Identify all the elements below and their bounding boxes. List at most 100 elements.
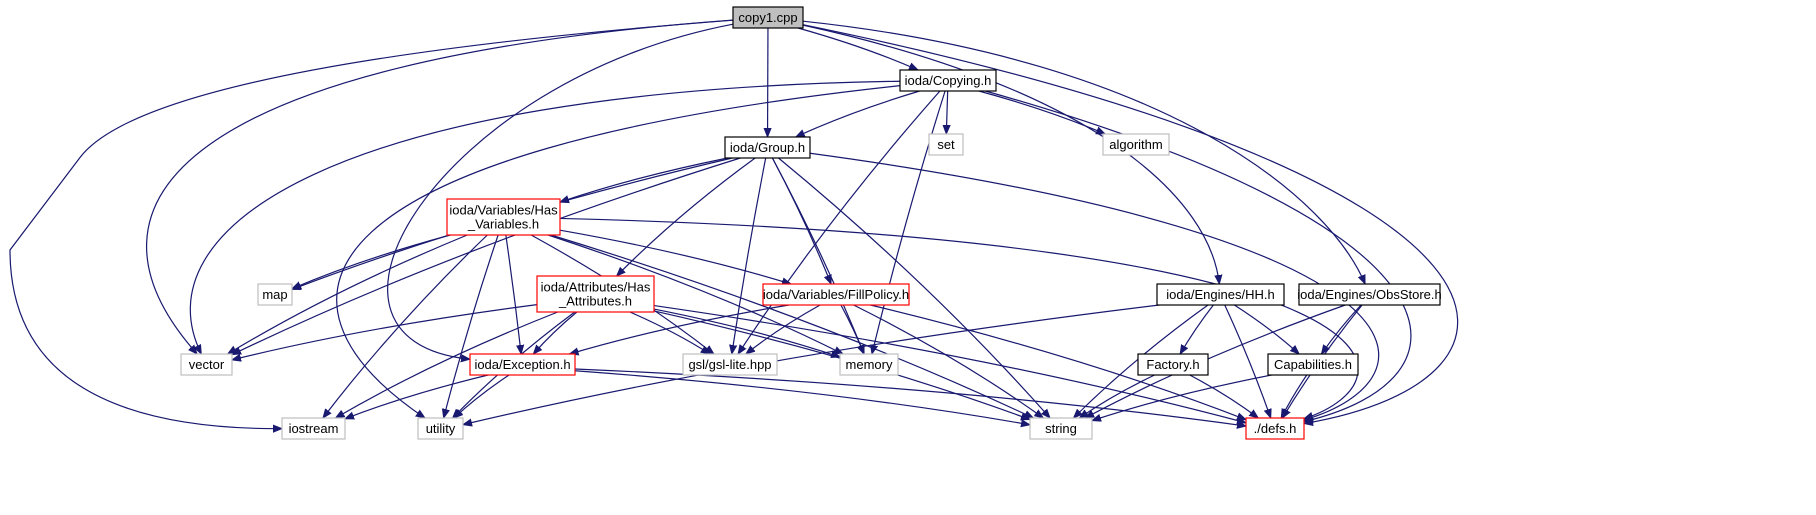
- edge-copy1_cpp-to-copying_h: [797, 27, 918, 71]
- edge-has_variables_h-to-string: [550, 234, 1033, 419]
- edge-copy1_cpp-to-defs_h: [802, 24, 1459, 424]
- node-map: map: [257, 283, 293, 306]
- edge-copying_h-to-utility: [336, 85, 901, 418]
- node-box: [1156, 283, 1285, 306]
- node-label: utility: [426, 421, 456, 436]
- edge-copying_h-to-memory: [872, 90, 946, 354]
- edge-group_h-to-string: [778, 157, 1050, 418]
- node-box: [281, 417, 346, 440]
- node-utility: utility: [417, 417, 464, 440]
- edge-copy1_cpp-to-exception_h: [387, 23, 734, 359]
- node-label: string: [1045, 421, 1077, 436]
- node-label: gsl/gsl-lite.hpp: [688, 357, 771, 372]
- edge-fillpolicy_h-to-exception_h: [570, 304, 790, 354]
- edge-capabilities_h-to-string: [1092, 374, 1272, 421]
- edge-copying_h-to-vector: [189, 80, 901, 354]
- node-algorithm: algorithm: [1102, 133, 1170, 156]
- node-box: [1029, 417, 1093, 440]
- node-box: [928, 133, 964, 156]
- edge-group_h-to-vector: [232, 157, 741, 356]
- node-box: [417, 417, 464, 440]
- node-label: ioda/Group.h: [730, 140, 805, 155]
- node-box: [682, 353, 778, 376]
- node-label: _Attributes.h: [558, 294, 632, 309]
- node-gsl-lite-hpp: gsl/gsl-lite.hpp: [682, 353, 778, 376]
- node-box: [446, 198, 561, 236]
- node-label: ioda/Exception.h: [474, 357, 570, 372]
- edge-engines_hh_h-to-string: [1073, 304, 1209, 418]
- edge-group_h-to-gsl_lite_hpp: [732, 157, 767, 354]
- node-engines-hh-h[interactable]: ioda/Engines/HH.h: [1156, 283, 1285, 306]
- node-has-attributes-h[interactable]: ioda/Attributes/Has_Attributes.h: [536, 275, 655, 313]
- edge-has_variables_h-to-memory: [547, 234, 843, 354]
- edge-copying_h-to-algorithm: [978, 90, 1105, 135]
- node-label: ioda/Engines/ObsStore.h: [1297, 287, 1442, 302]
- node-copy1-cpp[interactable]: copy1.cpp: [732, 6, 804, 29]
- edge-factory_h-to-string: [1079, 374, 1155, 418]
- edge-has_variables_h-to-utility: [444, 234, 499, 418]
- node-label: _Variables.h: [467, 217, 539, 232]
- node-box: [1267, 353, 1359, 376]
- node-box: [1245, 417, 1305, 440]
- edge-has_variables_h-to-exception_h: [505, 234, 521, 354]
- node-box: [839, 353, 899, 376]
- edge-fillpolicy_h-to-memory: [840, 304, 865, 354]
- node-box: [762, 283, 910, 306]
- node-label: set: [937, 137, 955, 152]
- node-exception-h[interactable]: ioda/Exception.h: [469, 353, 576, 376]
- edge-copy1_cpp-to-iostream: [9, 19, 734, 428]
- edge-exception_h-to-utility: [454, 374, 510, 418]
- edge-engines_hh_h-to-defs_h: [1224, 304, 1271, 418]
- node-label: memory: [846, 357, 893, 372]
- edge-engines_hh_h-to-utility: [463, 304, 1160, 425]
- node-label: vector: [189, 357, 225, 372]
- edge-fillpolicy_h-to-string: [853, 304, 1044, 418]
- edge-has_attributes_h-to-memory: [653, 308, 840, 357]
- edge-exception_h-to-defs_h: [574, 368, 1246, 426]
- edge-has_variables_h-to-defs_h: [559, 217, 1359, 418]
- node-label: ioda/Variables/Has: [449, 203, 558, 218]
- edge-fillpolicy_h-to-defs_h: [870, 304, 1246, 420]
- edge-engines_hh_h-to-capabilities_h: [1234, 304, 1299, 354]
- edge-factory_h-to-defs_h: [1189, 374, 1259, 418]
- node-defs-h[interactable]: ./defs.h: [1245, 417, 1305, 440]
- node-fillpolicy-h[interactable]: ioda/Variables/FillPolicy.h: [762, 283, 910, 306]
- node-label: ioda/Copying.h: [905, 73, 992, 88]
- node-label: ioda/Engines/HH.h: [1166, 287, 1274, 302]
- edge-has_attributes_h-to-iostream: [336, 311, 558, 418]
- node-vector: vector: [180, 353, 233, 376]
- node-box: [257, 283, 293, 306]
- node-label: ./defs.h: [1254, 421, 1297, 436]
- node-box: [1102, 133, 1170, 156]
- node-box: [899, 69, 997, 92]
- edge-copying_h-to-gsl_lite_hpp: [738, 90, 941, 354]
- node-label: algorithm: [1109, 137, 1162, 152]
- node-engines-obsstore-h[interactable]: ioda/Engines/ObsStore.h: [1297, 283, 1442, 306]
- node-set: set: [928, 133, 964, 156]
- edge-has_variables_h-to-map: [292, 234, 451, 290]
- edge-has_variables_h-to-fillpolicy_h: [559, 229, 791, 284]
- edge-copying_h-to-set: [946, 90, 947, 134]
- edge-has_variables_h-to-iostream: [323, 234, 488, 418]
- node-label: iostream: [289, 421, 339, 436]
- edge-group_h-to-has_variables_h: [560, 157, 728, 202]
- edge-copy1_cpp-to-vector: [146, 19, 734, 354]
- node-capabilities-h[interactable]: Capabilities.h: [1267, 353, 1359, 376]
- node-factory-h[interactable]: Factory.h: [1137, 353, 1209, 376]
- edge-has_attributes_h-to-gsl_lite_hpp: [629, 311, 710, 354]
- node-box: [536, 275, 655, 313]
- edge-has_attributes_h-to-exception_h: [533, 311, 578, 354]
- node-label: ioda/Attributes/Has: [541, 280, 651, 295]
- node-label: Capabilities.h: [1274, 357, 1352, 372]
- edge-exception_h-to-string: [574, 370, 1030, 425]
- node-has-variables-h[interactable]: ioda/Variables/Has_Variables.h: [446, 198, 561, 236]
- node-group-h[interactable]: ioda/Group.h: [724, 136, 811, 159]
- edge-exception_h-to-iostream: [345, 374, 489, 420]
- edge-copying_h-to-group_h: [796, 90, 920, 138]
- node-box: [1298, 283, 1441, 306]
- node-string: string: [1029, 417, 1093, 440]
- node-label: Factory.h: [1146, 357, 1199, 372]
- node-copying-h[interactable]: ioda/Copying.h: [899, 69, 997, 92]
- node-label: ioda/Variables/FillPolicy.h: [763, 287, 909, 302]
- node-box: [180, 353, 233, 376]
